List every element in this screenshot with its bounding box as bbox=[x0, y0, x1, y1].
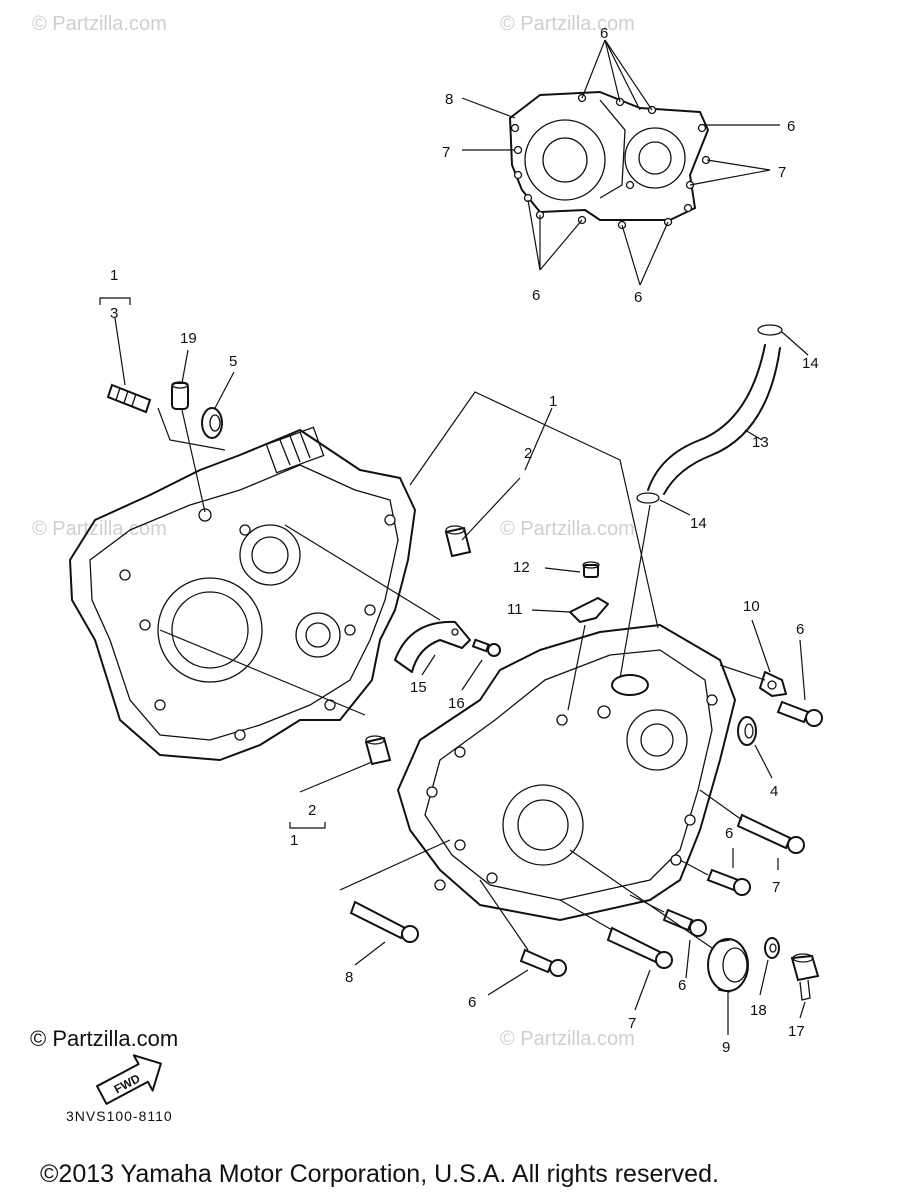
watermark-text: © Partzilla.com bbox=[500, 1028, 635, 1050]
callout-3: 3 bbox=[110, 305, 118, 322]
crankcase-bolt-pattern-inset bbox=[461, 39, 780, 286]
watermarks: © Partzilla.com © Partzilla.com © Partzi… bbox=[32, 13, 635, 1050]
watermark-text: © Partzilla.com bbox=[32, 518, 167, 540]
clip-part-11 bbox=[569, 597, 609, 623]
brand-mark: © Partzilla.com bbox=[30, 1026, 179, 1051]
callout-13: 13 bbox=[752, 434, 769, 451]
callout-1: 1 bbox=[549, 393, 557, 410]
callout-6: 6 bbox=[796, 621, 804, 638]
callout-8: 8 bbox=[345, 969, 353, 986]
bolt-part-7-lower bbox=[606, 926, 673, 969]
callout-5: 5 bbox=[229, 353, 237, 370]
fwd-arrow-icon: FWD bbox=[96, 1054, 162, 1105]
callout-4: 4 bbox=[770, 783, 778, 800]
right-crankcase bbox=[397, 624, 736, 921]
bolt-part-8 bbox=[349, 900, 419, 943]
drain-bolt-part-17 bbox=[790, 953, 820, 1001]
left-crankcase bbox=[69, 426, 416, 761]
oil-seal-part-5 bbox=[201, 407, 223, 439]
callout-18: 18 bbox=[750, 1002, 767, 1019]
oil-seal-part-9 bbox=[707, 938, 749, 993]
watermark-text: © Partzilla.com bbox=[500, 518, 635, 540]
callout-6: 6 bbox=[678, 977, 686, 994]
bracket-part-10 bbox=[759, 671, 787, 697]
watermark-text: © Partzilla.com bbox=[32, 13, 167, 35]
oil-seal-part-4 bbox=[737, 716, 757, 746]
callout-6: 6 bbox=[787, 118, 795, 135]
callout-6: 6 bbox=[532, 287, 540, 304]
callout-7: 7 bbox=[628, 1015, 636, 1032]
copyright-notice: ©2013 Yamaha Motor Corporation, U.S.A. A… bbox=[40, 1160, 719, 1188]
callout-6: 6 bbox=[468, 994, 476, 1011]
dowel-pin-part-2-upper bbox=[444, 525, 472, 558]
callout-7: 7 bbox=[442, 144, 450, 161]
bolt-part-6-mid bbox=[706, 868, 751, 896]
callout-6: 6 bbox=[634, 289, 642, 306]
callout-12: 12 bbox=[513, 559, 530, 576]
bolt-part-7-right bbox=[736, 813, 805, 854]
callout-2: 2 bbox=[308, 802, 316, 819]
bolt-part-6-lower bbox=[662, 908, 707, 937]
washer-part-18 bbox=[764, 937, 780, 959]
callout-2: 2 bbox=[524, 445, 532, 462]
callout-11: 11 bbox=[507, 601, 523, 618]
callout-9: 9 bbox=[722, 1039, 730, 1056]
screw-part-12 bbox=[582, 561, 600, 578]
callout-1: 1 bbox=[110, 267, 118, 284]
hose-clamp-part-14-upper bbox=[757, 324, 783, 336]
diagram-code: 3NVS100-8110 bbox=[66, 1108, 173, 1124]
callout-17: 17 bbox=[788, 1023, 805, 1040]
plate-part-15 bbox=[394, 620, 471, 673]
callout-14: 14 bbox=[690, 515, 707, 532]
watermark-text: © Partzilla.com bbox=[500, 13, 635, 35]
callout-1: 1 bbox=[290, 832, 298, 849]
callout-15: 15 bbox=[410, 679, 427, 696]
hose-clamp-part-14-lower bbox=[636, 492, 660, 504]
callout-19: 19 bbox=[180, 330, 197, 347]
bolt-part-6-bottom bbox=[519, 948, 567, 977]
callout-8: 8 bbox=[445, 91, 453, 108]
callout-14: 14 bbox=[802, 355, 819, 372]
dowel-pin-part-3 bbox=[106, 383, 152, 414]
sleeve-part-19 bbox=[171, 381, 189, 410]
bolt-part-6-right bbox=[776, 700, 823, 727]
callout-6: 6 bbox=[600, 25, 608, 42]
callout-10: 10 bbox=[743, 598, 760, 615]
callout-16: 16 bbox=[448, 695, 465, 712]
callout-7: 7 bbox=[778, 164, 786, 181]
callout-7: 7 bbox=[772, 879, 780, 896]
screw-part-16 bbox=[471, 638, 501, 657]
dowel-pin-part-2-lower bbox=[364, 735, 392, 766]
breather-hose-part-13 bbox=[647, 344, 781, 495]
callout-6: 6 bbox=[725, 825, 733, 842]
